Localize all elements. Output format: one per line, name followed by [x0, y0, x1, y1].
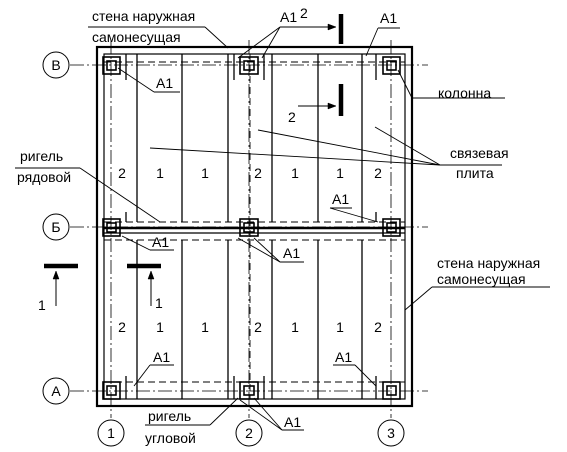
column-mid3: [382, 218, 401, 237]
slab-mark: 2: [374, 319, 382, 335]
axis-marker-col-3: [377, 419, 405, 447]
beam-corner-label-line1: ригель: [148, 408, 191, 424]
axis-marker-row-mid: [42, 213, 70, 241]
axis-marker-col-1: [97, 419, 125, 447]
column-a2: [239, 381, 259, 400]
slab-outline-dashed: [104, 54, 405, 399]
leader-lines: [15, 26, 550, 431]
slab-mark: 1: [201, 165, 209, 181]
column-b1: [102, 56, 121, 75]
axis-label-row-a: А: [51, 383, 61, 399]
slab-mark: 2: [254, 319, 262, 335]
column-b3: [382, 56, 401, 75]
column-label: колонна: [438, 85, 491, 101]
outer-wall-right-label-line2: самонесущая: [437, 271, 526, 287]
slab-mark: 2: [118, 319, 126, 335]
section-label-1-right: 1: [155, 295, 163, 311]
beam-row-label-line2: рядовой: [17, 169, 71, 185]
column-a1: [102, 381, 121, 400]
axis-marker-row-b: [42, 51, 70, 79]
node-a1-bottom-left: А1: [153, 349, 170, 365]
outer-wall-right-label-line1: стена наружная: [437, 255, 540, 271]
outer-wall-top-label-line2: самонесущая: [92, 29, 181, 45]
columns: [102, 56, 401, 400]
slab-marks-top: 2 1 1 2 1 1 2: [118, 165, 382, 181]
slab-marks-bottom: 2 1 1 2 1 1 2: [118, 319, 382, 335]
slab-mark: 1: [201, 319, 209, 335]
axis-label-row-b: В: [51, 57, 60, 73]
slab-mark: 2: [118, 165, 126, 181]
node-a1-mid-right: А1: [332, 191, 349, 207]
node-a1-top-left: А1: [156, 75, 173, 91]
beam-corner-label-line2: угловой: [145, 430, 196, 446]
axis-label-row-mid: Б: [51, 219, 60, 235]
column-mid2: [239, 218, 259, 237]
axis-label-col-1: 1: [107, 425, 115, 441]
slab-mark: 2: [374, 165, 382, 181]
section-cut-2: [298, 14, 344, 116]
tie-slab-label-line2: плита: [456, 165, 494, 181]
slab-mark: 1: [291, 319, 299, 335]
section-label-2-lower: 2: [288, 109, 296, 125]
column-mid1: [102, 218, 121, 237]
node-a1-mid-center: А1: [283, 245, 300, 261]
callout-labels: стена наружная самонесущая А1 А1 А1 коло…: [17, 8, 540, 446]
slab-mark: 1: [336, 165, 344, 181]
section-cut-1: [44, 263, 161, 306]
axis-markers: [42, 51, 405, 447]
outer-wall-top-label-line1: стена наружная: [92, 8, 195, 24]
slab-joints: [136, 54, 363, 399]
axis-label-col-2: 2: [245, 425, 253, 441]
slab-mark: 1: [156, 319, 164, 335]
beam-row-label-line1: ригель: [20, 148, 63, 164]
axis-label-col-3: 3: [387, 425, 395, 441]
slab-mark: 1: [291, 165, 299, 181]
tie-slab-label-line1: связевая: [450, 145, 509, 161]
axis-labels: В Б А 1 2 3: [51, 57, 395, 441]
column-b2: [239, 56, 259, 75]
node-a1-top-right: А1: [380, 10, 397, 26]
node-a1-top-center: А1: [280, 9, 297, 25]
axis-marker-row-a: [42, 377, 70, 405]
joint-ticks: [125, 54, 377, 399]
slab-mark: 2: [254, 165, 262, 181]
slab-mark: 1: [336, 319, 344, 335]
column-a3: [382, 381, 401, 400]
slab-mark: 1: [156, 165, 164, 181]
section-label-1-left: 1: [38, 297, 46, 313]
node-a1-bottom-right: А1: [335, 349, 352, 365]
node-a1-bottom-center: А1: [284, 414, 301, 430]
node-a1-mid-left: А1: [152, 234, 169, 250]
axis-marker-col-2: [235, 419, 263, 447]
section-label-2-top: 2: [300, 5, 308, 21]
